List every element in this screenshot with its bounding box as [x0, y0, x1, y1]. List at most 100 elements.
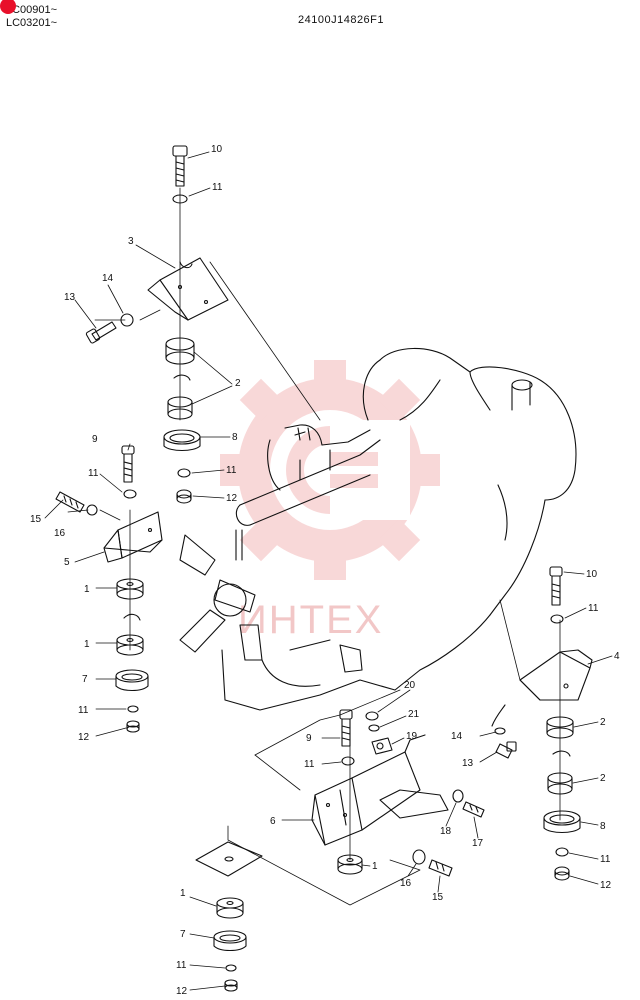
washer-11-bottom [341, 756, 355, 766]
callout-11-top: 11 [212, 182, 223, 193]
bolt-15-bottom [428, 859, 453, 877]
callout-14: 14 [102, 273, 114, 284]
assembly-guide-lines [94, 187, 561, 906]
callout-11-left-low: 11 [78, 705, 89, 716]
snap-ring [173, 374, 191, 381]
bolt-10-right [549, 566, 563, 606]
callout-11-mid: 11 [226, 465, 237, 476]
bolt-9-left [121, 445, 135, 483]
engine-outline [179, 347, 577, 711]
callout-13: 13 [64, 292, 76, 303]
callout-2-right-upper: 2 [600, 717, 606, 728]
right-mount [491, 566, 593, 881]
callout-11-right-low: 11 [600, 854, 611, 865]
callout-5: 5 [64, 557, 70, 568]
mount-rubber-1-bottom [337, 854, 363, 875]
callout-11-right: 11 [588, 603, 599, 614]
nut-12-mid [176, 489, 192, 504]
bracket-6 [311, 734, 449, 846]
washer-21 [368, 724, 380, 732]
washer-11-base [225, 964, 237, 972]
bracket-3 [147, 257, 229, 321]
callout-9-bottom: 9 [306, 733, 312, 744]
serial-range: LC00901~ LC03201~ [0, 0, 58, 30]
callout-6: 6 [270, 816, 276, 827]
mount-rubber-2-upper [165, 337, 195, 365]
washer-16-bottom [412, 849, 426, 865]
bracket-5 [103, 511, 163, 563]
bracket-4 [491, 649, 593, 727]
washer-14 [120, 313, 134, 327]
callout-7-base: 7 [180, 929, 186, 940]
snap-ring-right [552, 750, 571, 757]
washer-11-right-low [555, 847, 569, 857]
callout-11-bottom: 11 [304, 759, 315, 770]
bolt-15-left [55, 491, 85, 513]
callout-1-base: 1 [180, 888, 186, 899]
nut-12-left [126, 720, 140, 733]
nut-12-right [554, 866, 570, 881]
callout-1-bottom: 1 [372, 861, 378, 872]
callout-1-left-upper: 1 [84, 584, 90, 595]
bolt-19 [371, 737, 393, 755]
serial-line-1: LC00901~ [6, 4, 58, 16]
bolt-13-right [495, 741, 517, 759]
callout-15-bottom: 15 [432, 892, 444, 903]
plate [195, 841, 263, 877]
leader-lines [44, 151, 613, 991]
mount-rubber-1-base [216, 897, 244, 919]
callout-3: 3 [128, 236, 134, 247]
mount-rubber-2-right-upper [546, 716, 574, 739]
washer-11-left [123, 489, 137, 499]
stopper-7-base [213, 930, 247, 952]
callout-labels: 10 11 3 14 13 2 9 8 11 12 11 15 16 5 1 1… [30, 144, 620, 997]
callout-1-left-lower: 1 [84, 639, 90, 650]
callout-16-bottom: 16 [400, 878, 412, 889]
callout-14-right: 14 [451, 731, 463, 742]
bolt-17 [462, 801, 485, 818]
callout-2-right-lower: 2 [600, 773, 606, 784]
bottom-center-mount [195, 709, 485, 992]
callout-4: 4 [614, 651, 620, 662]
callout-10-top: 10 [211, 144, 223, 155]
callout-12-right: 12 [600, 880, 612, 891]
callout-8-right: 8 [600, 821, 606, 832]
corner-marker [0, 0, 16, 14]
left-mount [55, 445, 163, 733]
mount-rubber-2-right-lower [547, 772, 573, 795]
callout-12-base: 12 [176, 986, 188, 997]
mount-rubber-1-upper [116, 578, 144, 600]
bolt-10-top [172, 145, 188, 187]
callout-16-left: 16 [54, 528, 66, 539]
watermark-text: ИНТЕХ [238, 598, 383, 642]
stopper-8 [163, 429, 201, 452]
washer-11-right [550, 614, 564, 624]
callout-13-right: 13 [462, 758, 474, 769]
washer-20 [365, 711, 379, 721]
serial-line-2: LC03201~ [6, 17, 58, 29]
stopper-8-right [543, 810, 581, 834]
callout-20: 20 [404, 680, 416, 691]
callout-10-right: 10 [586, 569, 598, 580]
washer-11-left-low [127, 705, 139, 713]
washer-16-left [86, 504, 98, 516]
callout-12-left: 12 [78, 732, 90, 743]
callout-9-left: 9 [92, 434, 98, 445]
callout-18: 18 [440, 826, 452, 837]
drawing-number: 24100J14826F1 [298, 14, 385, 26]
nut-12-base [224, 979, 238, 992]
washer-18 [452, 789, 464, 803]
mount-rubber-1-lower [116, 634, 144, 656]
washer-11-mid [177, 468, 191, 478]
bolt-9-bottom [339, 709, 353, 747]
callout-19: 19 [406, 731, 418, 742]
top-left-mount [85, 145, 229, 504]
washer-14-right [494, 727, 506, 735]
stopper-7-left [115, 669, 149, 692]
bolt-13 [85, 321, 117, 344]
washer-11-top [172, 194, 188, 204]
callout-7-left: 7 [82, 674, 88, 685]
callout-21: 21 [408, 709, 420, 720]
callout-17: 17 [472, 838, 484, 849]
